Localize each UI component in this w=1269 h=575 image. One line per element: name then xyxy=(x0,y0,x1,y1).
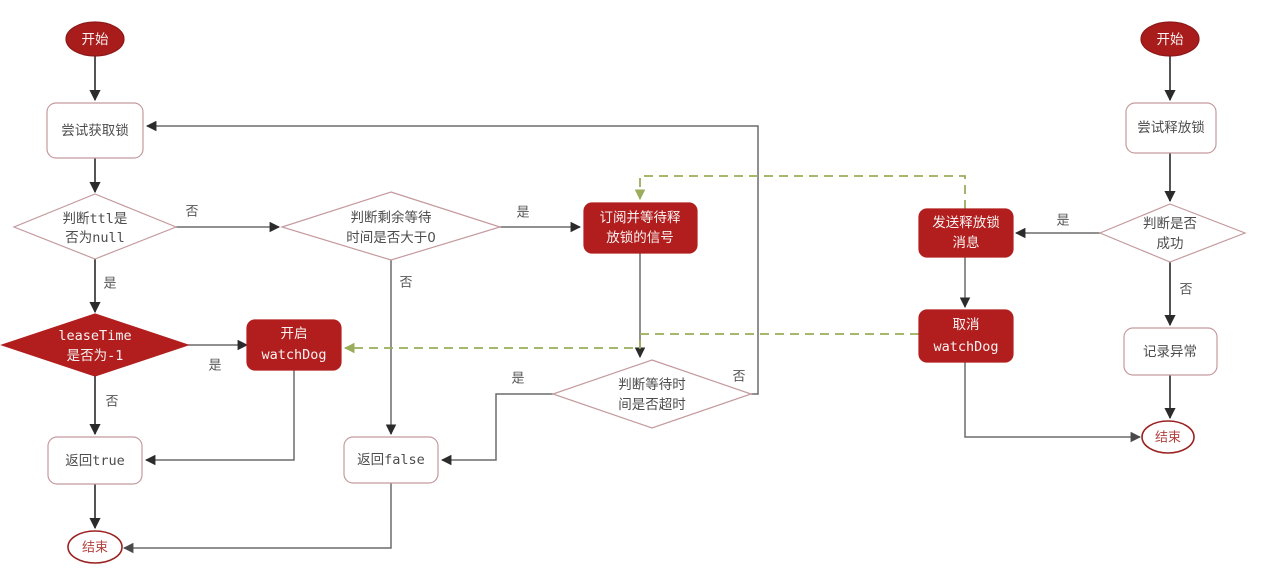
edge-label-remaining-no: 否 xyxy=(399,276,412,291)
edge-label-timeout-no: 否 xyxy=(732,370,745,385)
edge-label-timeout-yes: 是 xyxy=(511,372,524,387)
node-log-exception-label: 记录异常 xyxy=(1143,344,1197,360)
node-try-acquire-lock-label: 尝试获取锁 xyxy=(61,123,129,139)
node-return-false-label: 返回false xyxy=(357,452,425,468)
edge-cancel-watchdog-to-right-end xyxy=(964,362,1142,443)
node-start-watchdog-line2: watchDog xyxy=(261,347,326,363)
edge-start-watchdog-to-return-true xyxy=(144,370,295,466)
node-start-watchdog[interactable]: 开启 watchDog xyxy=(246,319,342,371)
node-check-release-success-line2: 成功 xyxy=(1157,236,1184,252)
edge-return-false-to-end xyxy=(122,482,392,554)
edge-dashed-send-msg-to-subscribe xyxy=(634,175,966,209)
node-cancel-watchdog[interactable]: 取消 watchDog xyxy=(918,309,1014,363)
node-cancel-watchdog-line1: 取消 xyxy=(953,317,980,333)
node-log-exception[interactable]: 记录异常 xyxy=(1123,327,1218,376)
node-check-ttl-null[interactable]: 判断ttl是 否为null xyxy=(12,193,178,260)
node-left-end[interactable]: 结束 xyxy=(67,530,123,564)
node-left-start[interactable]: 开始 xyxy=(65,21,125,57)
node-subscribe-wait-signal-line1: 订阅并等待释 xyxy=(600,209,681,226)
edge-label-lease-no: 否 xyxy=(105,395,118,410)
node-check-lease-time[interactable]: leaseTime 是否为-1 xyxy=(0,313,190,377)
node-check-remaining-wait-line1: 判断剩余等待 xyxy=(351,209,432,226)
node-send-release-msg-line2: 消息 xyxy=(953,234,980,251)
node-cancel-watchdog-line2: watchDog xyxy=(933,339,998,355)
node-check-release-success-line1: 判断是否 xyxy=(1143,216,1197,232)
node-return-false[interactable]: 返回false xyxy=(343,436,439,484)
node-right-start[interactable]: 开始 xyxy=(1140,21,1200,57)
node-check-remaining-wait-line2: 时间是否大于0 xyxy=(346,230,436,246)
node-check-ttl-null-line2: 否为null xyxy=(65,230,125,246)
node-right-end[interactable]: 结束 xyxy=(1141,420,1195,454)
node-check-wait-timeout-line2: 间是否超时 xyxy=(618,397,686,413)
node-try-release-lock-label: 尝试释放锁 xyxy=(1137,120,1205,136)
node-check-remaining-wait[interactable]: 判断剩余等待 时间是否大于0 xyxy=(279,191,503,261)
edge-label-ttl-no: 否 xyxy=(185,205,198,220)
node-check-wait-timeout-line1: 判断等待时 xyxy=(618,376,686,393)
node-send-release-msg-line1: 发送释放锁 xyxy=(932,215,1000,231)
node-check-lease-time-line1: leaseTime xyxy=(58,328,131,344)
edge-label-ttl-yes: 是 xyxy=(103,277,116,292)
edge-label-remaining-yes: 是 xyxy=(516,206,529,221)
edge-dashed-cancel-to-start-watchdog xyxy=(343,333,919,354)
edge-label-success-no: 否 xyxy=(1179,283,1192,298)
edge-label-lease-yes: 是 xyxy=(208,359,221,374)
node-return-true-label: 返回true xyxy=(65,453,125,469)
node-send-release-msg[interactable]: 发送释放锁 消息 xyxy=(918,208,1014,258)
node-return-true[interactable]: 返回true xyxy=(47,436,143,485)
node-check-lease-time-line2: 是否为-1 xyxy=(67,348,124,364)
edge-label-success-yes: 是 xyxy=(1056,214,1069,229)
edge-timeout-no-to-try-acquire xyxy=(145,120,759,395)
node-start-watchdog-line1: 开启 xyxy=(281,326,308,342)
node-left-end-label: 结束 xyxy=(82,541,108,556)
node-subscribe-wait-signal[interactable]: 订阅并等待释 放锁的信号 xyxy=(583,202,698,254)
edge-timeout-yes-to-return-false xyxy=(440,393,553,466)
node-left-start-label: 开始 xyxy=(82,32,109,48)
node-check-release-success[interactable]: 判断是否 成功 xyxy=(1098,203,1247,263)
node-try-acquire-lock[interactable]: 尝试获取锁 xyxy=(46,102,144,159)
node-check-wait-timeout[interactable]: 判断等待时 间是否超时 xyxy=(551,359,753,429)
node-try-release-lock[interactable]: 尝试释放锁 xyxy=(1125,102,1217,154)
node-subscribe-wait-signal-line2: 放锁的信号 xyxy=(606,230,674,246)
node-right-start-label: 开始 xyxy=(1157,32,1185,48)
node-check-ttl-null-line1: 判断ttl是 xyxy=(63,211,128,227)
node-right-end-label: 结束 xyxy=(1155,431,1181,446)
